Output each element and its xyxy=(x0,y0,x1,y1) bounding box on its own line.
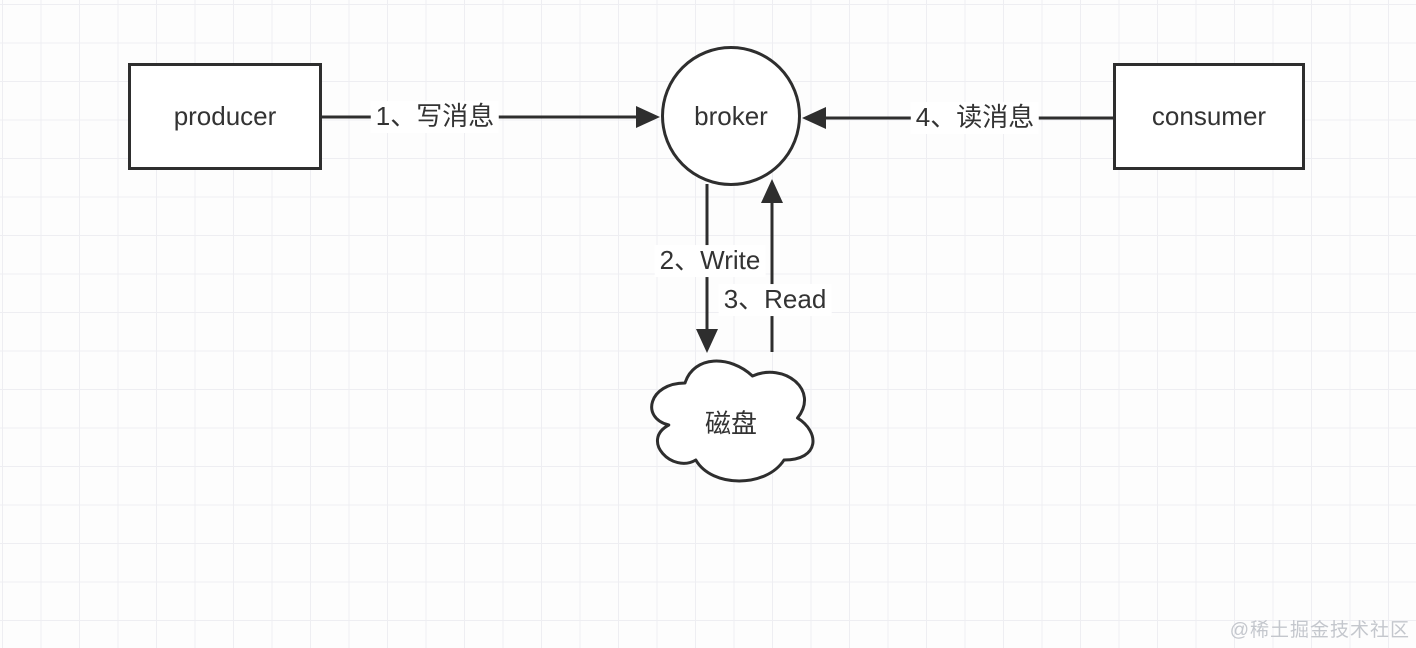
node-producer: producer xyxy=(128,63,322,170)
node-broker: broker xyxy=(661,46,801,186)
edge-label-write-disk: 2、Write xyxy=(654,245,766,277)
watermark: @稀土掘金技术社区 xyxy=(1229,620,1410,641)
node-producer-label: producer xyxy=(173,101,277,131)
arrowhead-up-icon xyxy=(761,179,783,203)
arrowhead-down-icon xyxy=(696,329,718,353)
arrowhead-left-icon xyxy=(802,107,826,129)
cloud-shape-icon xyxy=(650,359,815,483)
node-consumer-label: consumer xyxy=(1151,101,1267,131)
edge-label-read-disk: 3、Read xyxy=(718,284,832,316)
node-broker-label: broker xyxy=(694,100,768,131)
edge-label-write-message: 1、写消息 xyxy=(370,101,500,133)
edge-disk-to-broker xyxy=(761,179,783,352)
edge-label-read-message: 4、读消息 xyxy=(910,102,1040,134)
arrowhead-right-icon xyxy=(636,106,660,128)
node-disk-cloud xyxy=(650,359,815,483)
node-consumer: consumer xyxy=(1113,63,1305,170)
node-disk-label: 磁盘 xyxy=(704,408,758,439)
